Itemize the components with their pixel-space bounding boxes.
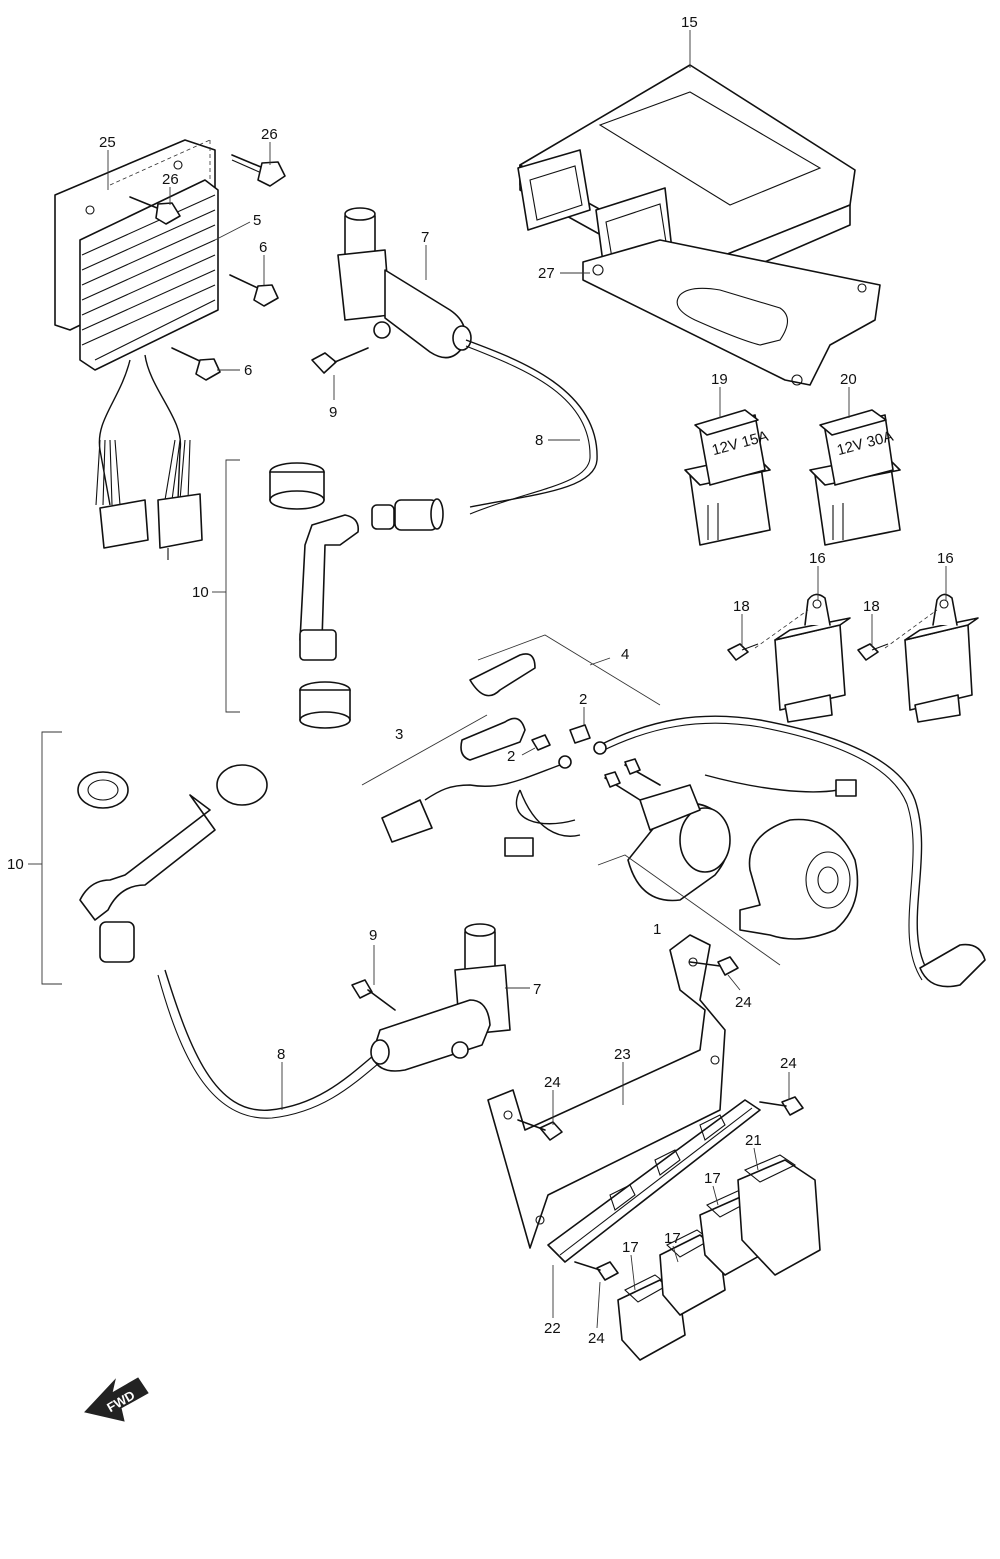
callout-5: 5 <box>253 212 261 229</box>
bolt-26-top <box>231 154 286 187</box>
callout-25: 25 <box>99 134 116 151</box>
callout-26: 26 <box>261 126 278 143</box>
callout-18: 18 <box>863 598 880 615</box>
callout-10: 10 <box>192 584 209 601</box>
regulator-wiring <box>95 354 203 560</box>
fuse-block-22 <box>547 1099 761 1263</box>
nut-2-left <box>531 734 551 751</box>
callout-16: 16 <box>937 550 954 567</box>
bolt-26-middle <box>129 196 181 225</box>
relay-21 <box>737 1154 821 1276</box>
callout-19: 19 <box>711 371 728 388</box>
callout-2: 2 <box>507 748 515 765</box>
harness-short <box>381 755 857 857</box>
bolt-9-lower <box>351 979 396 1011</box>
callout-17: 17 <box>664 1230 681 1247</box>
relay-20: 12V 30A <box>809 409 901 546</box>
group-brackets <box>361 634 781 966</box>
terminal-boot-3 <box>460 717 526 761</box>
relay-16-right <box>884 593 979 723</box>
bolt-6-upper <box>229 274 279 307</box>
plug-cap-lower <box>77 764 268 963</box>
callout-27: 27 <box>538 265 555 282</box>
callout-23: 23 <box>614 1046 631 1063</box>
forward-direction-arrow: FWD <box>84 1377 149 1422</box>
bolt-6-lower <box>171 347 221 381</box>
ignition-coil-lower <box>370 923 511 1072</box>
callout-8: 8 <box>277 1046 285 1063</box>
ecu-bracket <box>582 239 881 386</box>
callout-9: 9 <box>369 927 377 944</box>
spark-lead-upper <box>371 339 598 531</box>
relay-16-left <box>754 593 851 723</box>
plug-cap-upper <box>269 462 360 729</box>
callout-26: 26 <box>162 171 179 188</box>
relay-19: 12V 15A <box>684 409 771 546</box>
callout-24: 24 <box>780 1055 797 1072</box>
callout-17: 17 <box>704 1170 721 1187</box>
battery-cable-long <box>593 715 986 988</box>
nut-2-right <box>569 724 591 744</box>
terminal-boot-4 <box>469 653 536 697</box>
callout-labels: 15 25 26 26 5 6 6 7 9 8 27 19 20 16 16 1… <box>7 14 954 1347</box>
bolt-18-left <box>727 643 759 661</box>
regulator-5 <box>79 139 219 371</box>
callout-4: 4 <box>621 646 629 663</box>
callout-18: 18 <box>733 598 750 615</box>
spark-lead-lower <box>157 969 386 1119</box>
leader-lines <box>28 30 947 1329</box>
callout-24: 24 <box>588 1330 605 1347</box>
callout-7: 7 <box>533 981 541 998</box>
callout-24: 24 <box>544 1074 561 1091</box>
bracket-23 <box>487 934 726 1249</box>
ignition-coil-upper <box>337 207 472 359</box>
callout-9: 9 <box>329 404 337 421</box>
callout-1: 1 <box>653 921 661 938</box>
callout-21: 21 <box>745 1132 762 1149</box>
solenoid-cover <box>739 818 859 940</box>
callout-24: 24 <box>735 994 752 1011</box>
callout-20: 20 <box>840 371 857 388</box>
callout-16: 16 <box>809 550 826 567</box>
callout-10: 10 <box>7 856 24 873</box>
starter-solenoid <box>604 758 731 902</box>
callout-22: 22 <box>544 1320 561 1337</box>
bolt-24-group <box>517 956 804 1281</box>
bolt-18-right <box>857 643 889 661</box>
callout-7: 7 <box>421 229 429 246</box>
callout-15: 15 <box>681 14 698 31</box>
bolt-9-upper <box>311 347 369 374</box>
callout-17: 17 <box>622 1239 639 1256</box>
callout-6: 6 <box>244 362 252 379</box>
callout-2: 2 <box>579 691 587 708</box>
callout-3: 3 <box>395 726 403 743</box>
callout-6: 6 <box>259 239 267 256</box>
callout-8: 8 <box>535 432 543 449</box>
